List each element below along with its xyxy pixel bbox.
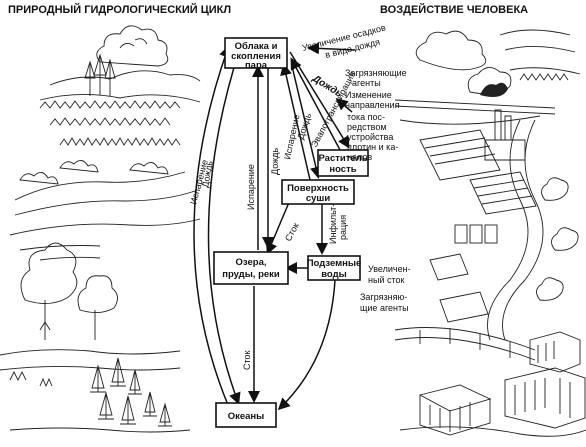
impact-pollutants-bottom: Загрязняю- щие агенты — [360, 292, 409, 313]
impact-pollutants-top-line2: агенты — [352, 78, 381, 88]
flow-arrows — [193, 42, 361, 411]
arrow-groundwater-to-ocean — [277, 279, 336, 411]
box-land-line1: Поверхность — [287, 183, 349, 194]
impact-direction-change-line2: направления — [345, 100, 400, 110]
impact-pollutants-top: Загрязняющие агенты — [345, 68, 407, 88]
box-groundwater: Подземные воды — [307, 255, 362, 281]
box-clouds-line3: пара — [245, 60, 268, 71]
impact-flow-change-line4: плотин и ка- — [347, 142, 398, 152]
title-human-impact: ВОЗДЕЙСТВИЕ ЧЕЛОВЕКА — [380, 3, 528, 16]
box-groundwater-line2: воды — [321, 269, 347, 280]
box-clouds-line2: скопления — [231, 51, 281, 62]
box-clouds: Облака и скопления пара — [224, 37, 288, 71]
impact-pollutants-bottom-line1: Загрязняю- — [360, 292, 407, 302]
impact-flow-change: тока пос- редством устройства плотин и к… — [347, 112, 398, 162]
box-clouds-line1: Облака и — [235, 41, 278, 52]
box-lakes-line2: пруды, реки — [222, 269, 280, 280]
arrow-evaporation-ocean-to-clouds — [193, 45, 231, 406]
impact-runoff-increase-line1: Увеличен- — [368, 264, 411, 274]
impact-flow-change-line1: тока пос- — [347, 112, 385, 122]
box-vegetation-line2: ность — [329, 164, 356, 175]
label-rain-center: Дождь — [270, 148, 280, 175]
arrow-runoff-land-to-lakes — [265, 199, 291, 255]
impact-pollutants-bottom-line2: щие агенты — [360, 303, 409, 313]
box-oceans-label: Океаны — [228, 411, 265, 422]
arrow-impact-flow-change — [335, 98, 353, 113]
impact-runoff-increase-line2: ный сток — [368, 275, 404, 285]
box-lakes: Озера, пруды, реки — [213, 251, 289, 285]
box-vegetation-line1: Раститель — [318, 153, 367, 164]
box-lakes-line1: Озера, — [236, 257, 267, 268]
arrow-evaporation-land-to-clouds — [280, 63, 311, 181]
arrow-rain-clouds-to-vegetation — [289, 51, 350, 149]
impact-direction-change: Изменение направления — [345, 90, 400, 110]
box-oceans: Океаны — [215, 402, 277, 428]
impact-flow-change-line5: налов — [347, 152, 372, 162]
impact-flow-change-line3: устройства — [347, 132, 393, 142]
arrow-evapotranspiration — [290, 57, 341, 151]
title-natural-cycle: ПРИРОДНЫЙ ГИДРОЛОГИЧЕСКИЙ ЦИКЛ — [8, 3, 231, 16]
arrow-impact-rain-increase — [307, 42, 356, 55]
arrow-rain-clouds-to-ocean — [207, 47, 241, 405]
impact-direction-change-line1: Изменение — [345, 90, 392, 100]
label-rain-left: Дождь — [200, 160, 215, 189]
label-evaporation-center: Испарение — [246, 164, 256, 210]
label-runoff-center: Сток — [242, 350, 252, 370]
label-infiltration-2: рация — [338, 215, 348, 240]
arrow-rain-clouds-to-land — [291, 65, 322, 179]
label-infiltration-1: Инфильт- — [328, 204, 338, 244]
natural-landscape-illustration — [0, 25, 201, 433]
box-vegetation: Раститель ность — [317, 149, 369, 177]
box-groundwater-line1: Подземные — [307, 258, 362, 269]
label-rain-diagonal: Дождь — [310, 73, 344, 100]
box-land-surface: Поверхность суши — [281, 179, 355, 205]
impact-pollutants-top-line1: Загрязняющие — [345, 68, 407, 78]
label-runoff-land: Сток — [283, 221, 301, 243]
human-impact-illustration — [394, 29, 586, 437]
box-land-line2: суши — [306, 193, 330, 204]
impact-rain-increase: Увеличение осадков в виде дождя — [301, 22, 387, 59]
impact-flow-change-line2: редством — [347, 122, 387, 132]
impact-runoff-increase: Увеличен- ный сток — [368, 264, 411, 285]
